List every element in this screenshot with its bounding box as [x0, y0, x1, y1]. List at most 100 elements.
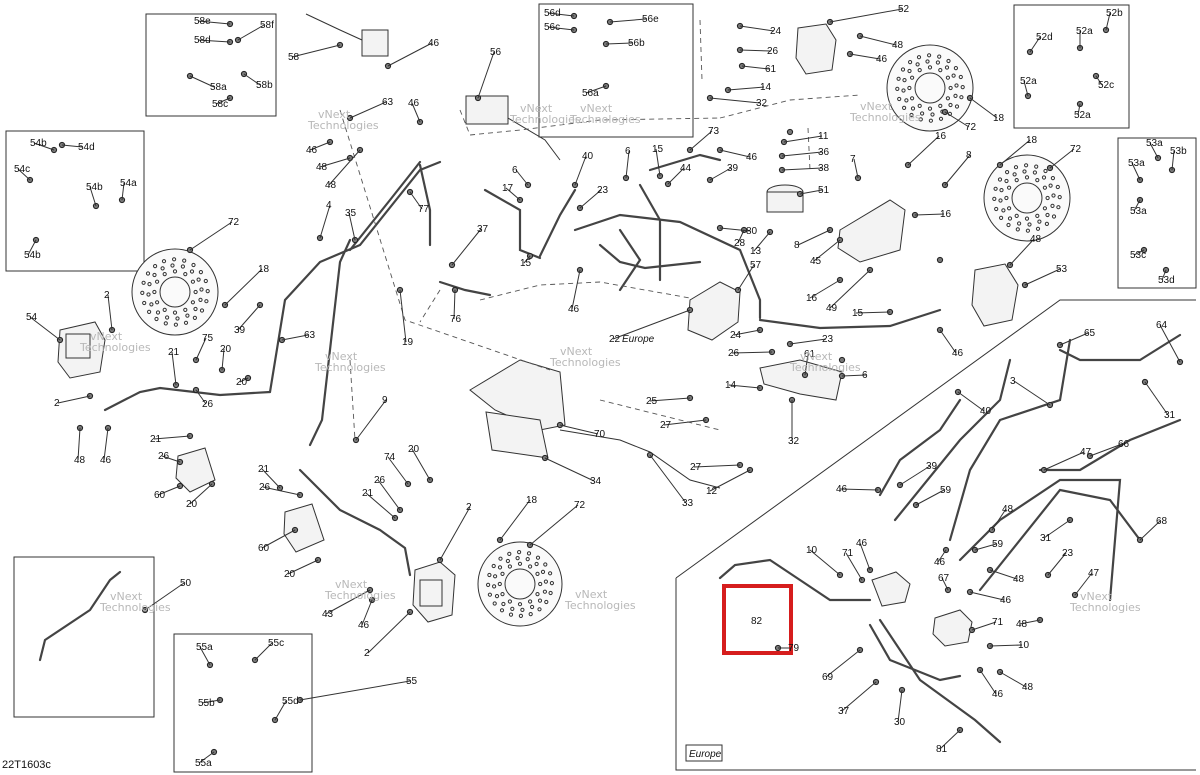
callout-79[interactable]: 79 — [788, 643, 800, 654]
callout-48[interactable]: 48 — [74, 455, 86, 466]
callout-58e[interactable]: 58e — [194, 16, 211, 27]
callout-55a[interactable]: 55a — [196, 642, 213, 653]
callout-56a[interactable]: 56a — [582, 88, 599, 99]
callout-45[interactable]: 45 — [810, 256, 822, 267]
callout-55c[interactable]: 55c — [268, 638, 284, 649]
callout-46[interactable]: 46 — [952, 348, 964, 359]
callout-72[interactable]: 72 — [965, 122, 977, 133]
callout-2[interactable]: 2 — [104, 290, 110, 301]
callout-58b[interactable]: 58b — [256, 80, 273, 91]
callout-53d[interactable]: 53d — [1158, 275, 1175, 286]
callout-21[interactable]: 21 — [362, 488, 374, 499]
highlight-box-82[interactable] — [722, 584, 793, 655]
callout-56b[interactable]: 56b — [628, 38, 645, 49]
callout-18[interactable]: 18 — [258, 264, 270, 275]
callout-4[interactable]: 4 — [326, 200, 332, 211]
callout-50[interactable]: 50 — [180, 578, 192, 589]
callout-32[interactable]: 32 — [756, 98, 768, 109]
callout-58[interactable]: 58 — [288, 52, 300, 63]
callout-60[interactable]: 60 — [154, 490, 166, 501]
callout-52c[interactable]: 52c — [1098, 80, 1114, 91]
callout-23[interactable]: 23 — [822, 334, 834, 345]
callout-18[interactable]: 18 — [526, 495, 538, 506]
callout-23[interactable]: 23 — [597, 185, 609, 196]
callout-2[interactable]: 2 — [364, 648, 370, 659]
callout-56e[interactable]: 56e — [642, 14, 659, 25]
callout-53b[interactable]: 53b — [1170, 146, 1187, 157]
callout-57[interactable]: 57 — [750, 260, 762, 271]
callout-81[interactable]: 81 — [936, 744, 948, 755]
callout-63[interactable]: 63 — [382, 97, 394, 108]
callout-58d[interactable]: 58d — [194, 35, 211, 46]
callout-76[interactable]: 76 — [450, 314, 462, 325]
callout-54b[interactable]: 54b — [30, 138, 47, 149]
callout-80[interactable]: 80 — [746, 226, 758, 237]
callout-58c[interactable]: 58c — [212, 99, 228, 110]
callout-44[interactable]: 44 — [680, 163, 692, 174]
callout-40[interactable]: 40 — [582, 151, 594, 162]
callout-54b[interactable]: 54b — [24, 250, 41, 261]
callout-20[interactable]: 20 — [236, 377, 248, 388]
callout-69[interactable]: 69 — [822, 672, 834, 683]
callout-14[interactable]: 14 — [760, 82, 772, 93]
callout-27[interactable]: 27 — [660, 420, 672, 431]
callout-47[interactable]: 47 — [1080, 447, 1092, 458]
callout-18[interactable]: 18 — [993, 113, 1005, 124]
callout-53a[interactable]: 53a — [1130, 206, 1147, 217]
callout-16[interactable]: 16 — [940, 209, 952, 220]
callout-37[interactable]: 37 — [838, 706, 850, 717]
callout-56[interactable]: 56 — [490, 47, 502, 58]
callout-65[interactable]: 65 — [1084, 328, 1096, 339]
callout-46[interactable]: 46 — [100, 455, 112, 466]
callout-10[interactable]: 10 — [806, 545, 818, 556]
callout-21[interactable]: 21 — [258, 464, 270, 475]
callout-48[interactable]: 48 — [1016, 619, 1028, 630]
callout-55a[interactable]: 55a — [195, 758, 212, 769]
callout-2[interactable]: 2 — [466, 502, 472, 513]
callout-37[interactable]: 37 — [477, 224, 489, 235]
callout-7[interactable]: 7 — [850, 154, 856, 165]
callout-20[interactable]: 20 — [408, 444, 420, 455]
callout-48[interactable]: 48 — [325, 180, 337, 191]
callout-26[interactable]: 26 — [767, 46, 779, 57]
callout-18[interactable]: 18 — [1026, 135, 1038, 146]
callout-46[interactable]: 46 — [358, 620, 370, 631]
callout-6[interactable]: 6 — [512, 165, 518, 176]
callout-77[interactable]: 77 — [418, 204, 430, 215]
callout-46[interactable]: 46 — [876, 54, 888, 65]
callout-15[interactable]: 15 — [520, 258, 532, 269]
callout-10[interactable]: 10 — [1018, 640, 1030, 651]
callout-74[interactable]: 74 — [384, 452, 396, 463]
callout-66[interactable]: 66 — [1118, 439, 1130, 450]
callout-23[interactable]: 23 — [1062, 548, 1074, 559]
callout-9[interactable]: 9 — [382, 395, 388, 406]
callout-20[interactable]: 20 — [284, 569, 296, 580]
callout-26[interactable]: 26 — [374, 475, 386, 486]
callout-54a[interactable]: 54a — [120, 178, 137, 189]
callout-39[interactable]: 39 — [727, 163, 739, 174]
callout-35[interactable]: 35 — [345, 208, 357, 219]
callout-6[interactable]: 6 — [862, 370, 868, 381]
callout-39[interactable]: 39 — [234, 325, 246, 336]
callout-48[interactable]: 48 — [1013, 574, 1025, 585]
callout-30[interactable]: 30 — [894, 717, 906, 728]
callout-20[interactable]: 20 — [220, 344, 232, 355]
callout-67[interactable]: 67 — [938, 573, 950, 584]
callout-59[interactable]: 59 — [992, 539, 1004, 550]
callout-27[interactable]: 27 — [690, 462, 702, 473]
callout-40[interactable]: 40 — [980, 406, 992, 417]
callout-71[interactable]: 71 — [842, 548, 854, 559]
callout-60[interactable]: 60 — [258, 543, 270, 554]
callout-72[interactable]: 72 — [1070, 144, 1082, 155]
callout-46[interactable]: 46 — [836, 484, 848, 495]
callout-15[interactable]: 15 — [852, 308, 864, 319]
callout-49[interactable]: 49 — [826, 303, 838, 314]
callout-19[interactable]: 19 — [402, 337, 414, 348]
callout-6[interactable]: 6 — [625, 146, 631, 157]
callout-13[interactable]: 13 — [750, 246, 762, 257]
callout-39[interactable]: 39 — [926, 461, 938, 472]
callout-55b[interactable]: 55b — [198, 698, 215, 709]
callout-8[interactable]: 8 — [966, 150, 972, 161]
callout-47[interactable]: 47 — [1088, 568, 1100, 579]
callout-46[interactable]: 46 — [1000, 595, 1012, 606]
